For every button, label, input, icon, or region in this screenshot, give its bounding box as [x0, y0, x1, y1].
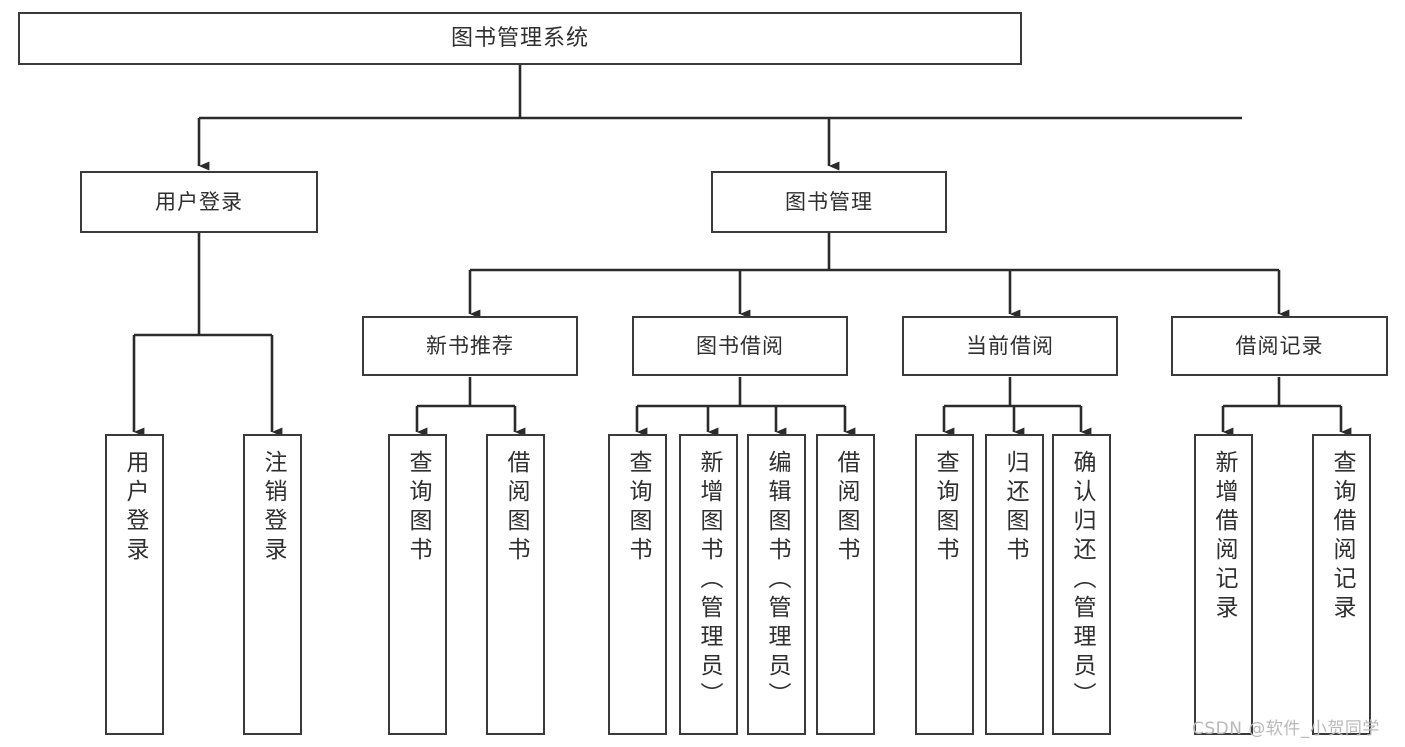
node-label: 用户登录	[155, 189, 243, 214]
node-user-login[interactable]: 用户登录	[80, 171, 318, 233]
node-label: 新书推荐	[426, 333, 514, 358]
leaf-current-borrow-query[interactable]: 查询图书	[915, 434, 974, 735]
node-root-system[interactable]: 图书管理系统	[18, 12, 1022, 65]
leaf-book-borrow-borrow[interactable]: 借阅图书	[816, 434, 875, 735]
leaf-current-borrow-return[interactable]: 归还图书	[985, 434, 1044, 735]
leaf-book-borrow-add[interactable]: 新增图书（管理员）	[679, 434, 738, 735]
node-label: 编辑图书（管理员）	[764, 450, 790, 711]
node-label: 图书管理系统	[450, 25, 589, 51]
leaf-user-login-login[interactable]: 用户登录	[105, 434, 164, 735]
csdn-watermark: CSDN @软件_小贺同学	[1192, 719, 1380, 739]
node-label: 查询图书	[932, 450, 958, 566]
leaf-borrow-record-query[interactable]: 查询借阅记录	[1312, 434, 1371, 735]
node-label: 当前借阅	[966, 333, 1054, 358]
node-label: 新增借阅记录	[1211, 450, 1237, 624]
node-label: 图书管理	[785, 189, 873, 214]
node-current-borrow[interactable]: 当前借阅	[902, 316, 1118, 376]
leaf-current-borrow-confirm[interactable]: 确认归还（管理员）	[1052, 434, 1111, 735]
node-label: 注销登录	[260, 450, 286, 566]
node-label: 借阅图书	[833, 450, 859, 566]
node-borrow-record[interactable]: 借阅记录	[1171, 316, 1388, 376]
leaf-book-borrow-query[interactable]: 查询图书	[608, 434, 667, 735]
node-label: 图书借阅	[696, 333, 784, 358]
leaf-new-book-borrow[interactable]: 借阅图书	[486, 434, 545, 735]
leaf-new-book-query[interactable]: 查询图书	[388, 434, 447, 735]
node-book-borrow[interactable]: 图书借阅	[632, 316, 848, 376]
node-label: 查询图书	[405, 450, 431, 566]
node-new-book-recommend[interactable]: 新书推荐	[362, 316, 578, 376]
node-label: 新增图书（管理员）	[696, 450, 722, 711]
leaf-book-borrow-edit[interactable]: 编辑图书（管理员）	[747, 434, 806, 735]
node-label: 借阅记录	[1235, 333, 1324, 358]
leaf-borrow-record-add[interactable]: 新增借阅记录	[1194, 434, 1253, 735]
node-label: 借阅图书	[503, 450, 529, 566]
node-label: 查询借阅记录	[1329, 450, 1355, 624]
node-book-management[interactable]: 图书管理	[711, 171, 947, 233]
node-label: 用户登录	[122, 450, 148, 566]
node-label: 归还图书	[1002, 450, 1028, 566]
node-label: 确认归还（管理员）	[1069, 450, 1095, 711]
node-label: 查询图书	[625, 450, 651, 566]
leaf-user-login-logout[interactable]: 注销登录	[243, 434, 302, 735]
